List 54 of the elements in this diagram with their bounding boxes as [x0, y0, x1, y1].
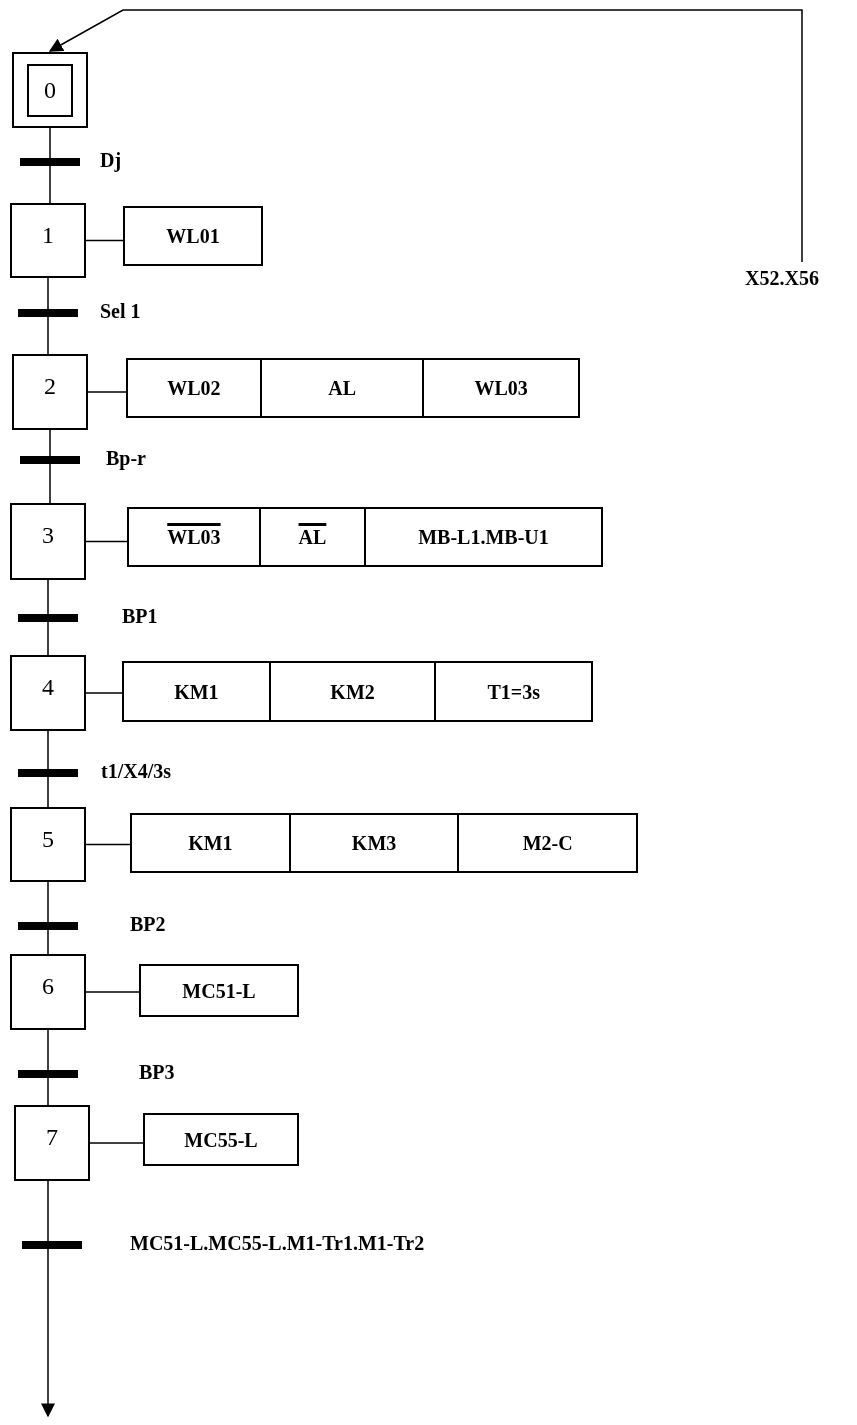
step-number: 7 — [46, 1125, 58, 1149]
connector-line — [85, 991, 140, 993]
action-label: AL — [298, 525, 327, 549]
action-label: WL03 — [474, 376, 528, 400]
action-label: M2-C — [522, 831, 573, 855]
connector-line — [85, 692, 123, 694]
connector-line — [48, 9, 803, 263]
connector-line — [85, 540, 128, 543]
action-box — [127, 507, 603, 567]
step-box — [10, 503, 86, 580]
step-number: 4 — [42, 675, 54, 699]
action-label: KM2 — [330, 679, 375, 704]
step-box — [14, 1105, 90, 1181]
connector-line — [47, 277, 49, 355]
step-box — [10, 655, 86, 731]
action-label: MB-L1.MB-U1 — [418, 525, 549, 549]
step-number: 1 — [42, 223, 54, 247]
step-number: 5 — [42, 827, 54, 851]
connector-line — [49, 127, 51, 204]
action-box — [123, 206, 263, 266]
action-box — [143, 1113, 299, 1166]
action-label: T1=3s — [487, 679, 540, 704]
step-box — [12, 354, 88, 430]
action-label: KM3 — [351, 831, 397, 855]
action-label: AL — [328, 376, 356, 400]
action-label: MC55-L — [184, 1127, 258, 1152]
connector-line — [87, 391, 127, 393]
connector-line — [89, 1142, 144, 1144]
action-box — [122, 661, 593, 722]
connector-line — [47, 881, 49, 955]
action-label: MC51-L — [182, 978, 256, 1003]
step-number: 2 — [44, 374, 56, 398]
action-label: WL01 — [166, 224, 220, 248]
connector-line — [49, 429, 51, 504]
action-box — [126, 358, 580, 418]
action-box — [130, 813, 638, 873]
step-number: 3 — [42, 523, 54, 547]
action-label: WL02 — [167, 376, 221, 400]
connector-line — [47, 1029, 49, 1106]
step-box — [10, 203, 86, 278]
step-box — [10, 807, 86, 882]
connector-line — [85, 843, 131, 846]
connector-line — [41, 1180, 55, 1418]
action-label: WL03 — [167, 525, 221, 549]
step-number: 6 — [42, 974, 54, 998]
action-label: KM1 — [188, 831, 233, 855]
connector-line — [47, 579, 49, 656]
step-box — [10, 954, 86, 1030]
connector-line — [47, 730, 49, 808]
action-label: KM1 — [174, 679, 219, 704]
step-number: 0 — [44, 78, 56, 102]
initial-step-box — [12, 52, 88, 128]
action-box — [139, 964, 299, 1017]
connector-line — [85, 239, 124, 242]
